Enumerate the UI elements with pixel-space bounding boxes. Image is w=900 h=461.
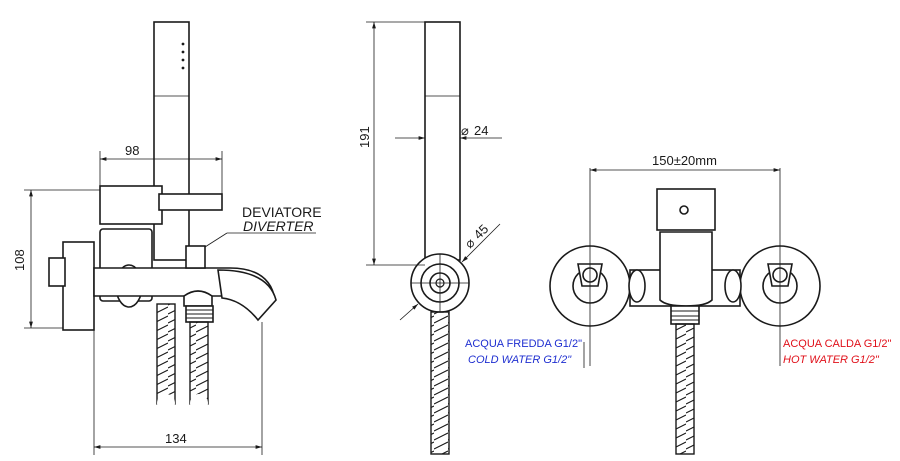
dim-diameter-45: 45 xyxy=(471,221,492,242)
dim-98: 98 xyxy=(125,143,139,158)
acqua-calda-label: ACQUA CALDA G1/2" xyxy=(783,338,892,350)
dim-108: 108 xyxy=(12,249,27,271)
dim-diameter-24: 24 xyxy=(474,123,488,138)
diameter-symbol-24: ⌀ xyxy=(461,123,469,138)
mixer-lever xyxy=(99,185,163,225)
shower-handset-front xyxy=(424,21,461,261)
wall-escutcheon xyxy=(62,241,95,331)
hose-left xyxy=(156,303,176,405)
deviatore-label: DEVIATORE xyxy=(242,204,322,220)
hose-front xyxy=(430,311,450,455)
front-view: 191 ⌀ 24 ⌀ 45 xyxy=(357,21,502,455)
hose-rear xyxy=(675,323,695,455)
acqua-fredda-label: ACQUA FREDDA G1/2" xyxy=(465,338,582,350)
mixer-body-rear xyxy=(659,231,713,307)
side-view: 98 108 134 DEVIATORE DIVERTER xyxy=(12,21,322,455)
dim-191: 191 xyxy=(357,126,372,148)
rear-view: 150±20mm ACQUA FREDDA G1/2" COLD WATER G… xyxy=(465,153,892,455)
dim-spacing: 150±20mm xyxy=(652,153,717,168)
dim-134: 134 xyxy=(165,431,187,446)
hot-water-label: HOT WATER G1/2" xyxy=(783,354,880,366)
cold-water-label: COLD WATER G1/2" xyxy=(468,354,572,366)
diverter-label: DIVERTER xyxy=(243,218,314,234)
hose-right xyxy=(189,321,209,405)
diverter-knob xyxy=(185,245,206,269)
